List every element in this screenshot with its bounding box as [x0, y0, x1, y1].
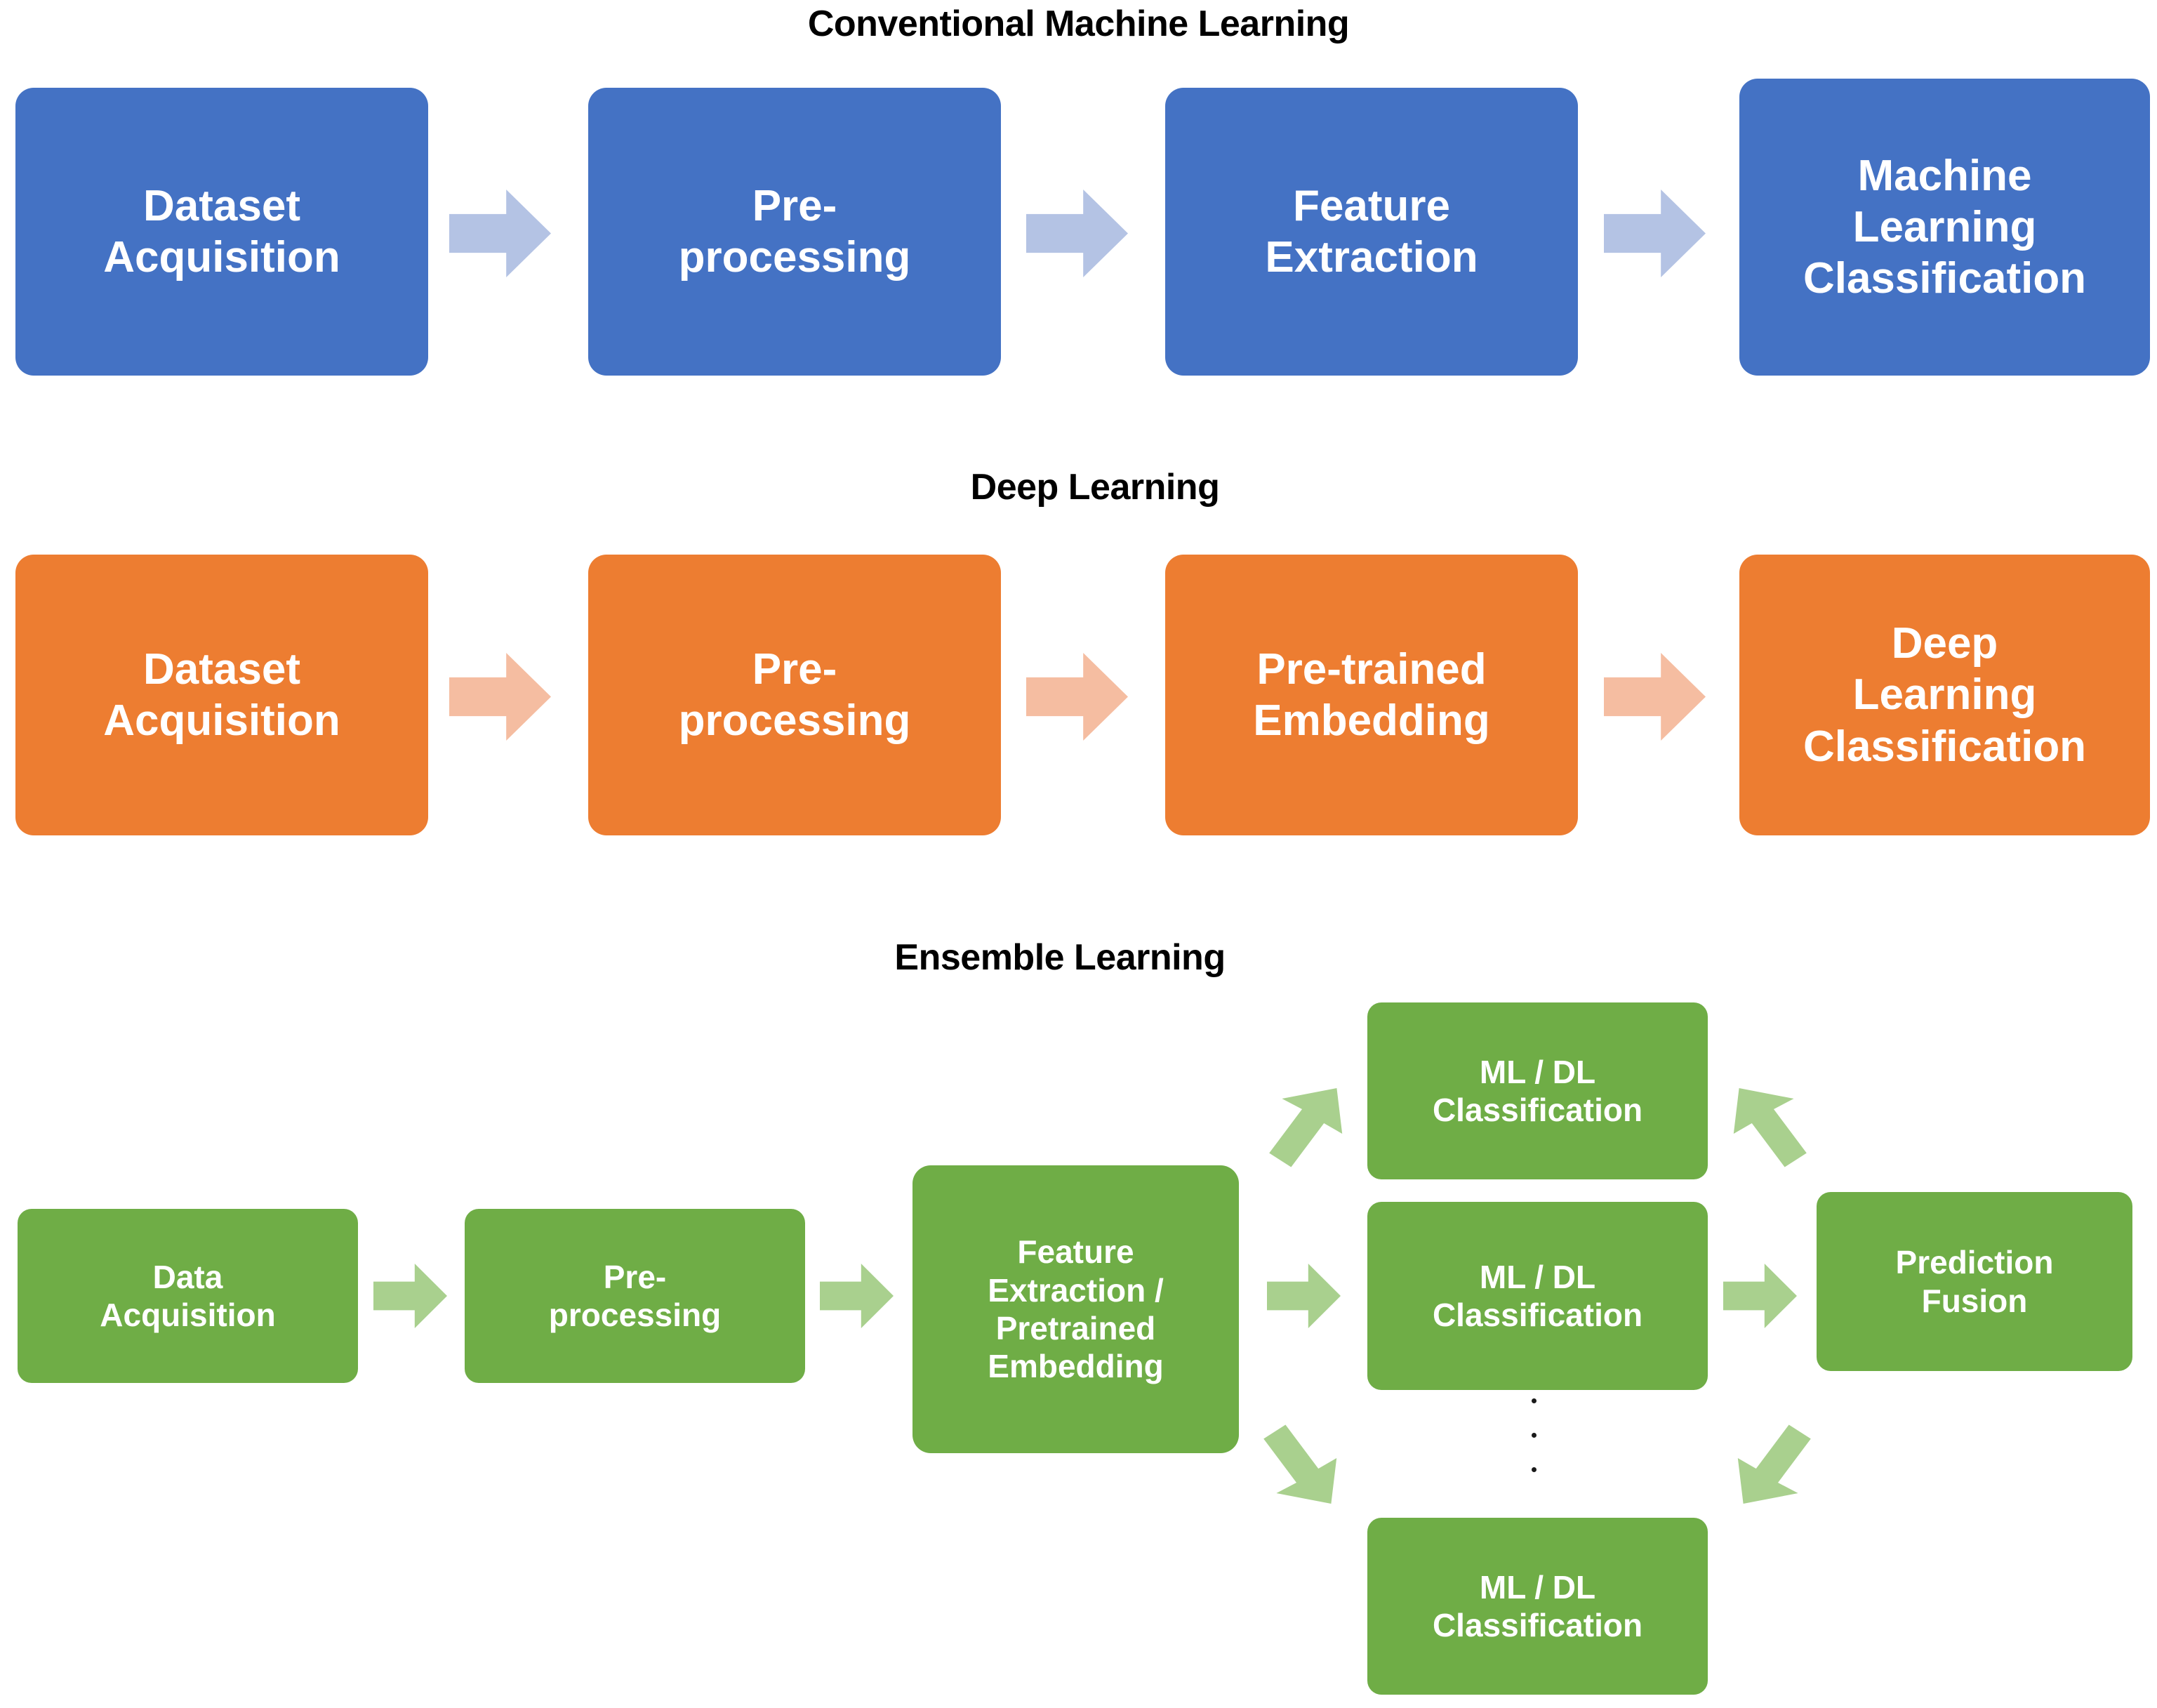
arrow-el-feature-to-classifier-bottom	[1251, 1419, 1342, 1507]
node-cml-machine-learning-classification: Machine Learning Classification	[1739, 79, 2150, 376]
node-el-data-acquisition: Data Acquisition	[18, 1209, 358, 1383]
section-title-ensemble-learning: Ensemble Learning	[894, 937, 1226, 978]
node-dl-pre-trained-embedding: Pre-trained Embedding	[1165, 555, 1578, 835]
section-title-deep-learning: Deep Learning	[970, 467, 1220, 508]
node-label: ML / DL Classification	[1432, 1258, 1643, 1333]
node-label: Prediction Fusion	[1895, 1244, 2054, 1319]
node-label: Dataset Acquisition	[103, 181, 340, 282]
node-label: Machine Learning Classification	[1803, 151, 2087, 303]
arrow-el-classifier-bottom-to-fusion	[1732, 1419, 1824, 1507]
node-label: Feature Extraction / Pretrained Embeddin…	[988, 1233, 1164, 1385]
arrow-el-preprocessing-to-feature	[820, 1264, 894, 1328]
node-el-pre-processing: Pre- processing	[465, 1209, 805, 1383]
node-label: ML / DL Classification	[1432, 1053, 1643, 1128]
arrow-cml-1-to-2	[449, 190, 551, 277]
node-el-ml-dl-classification-top: ML / DL Classification	[1367, 1002, 1708, 1179]
arrow-dl-1-to-2	[449, 653, 551, 741]
node-el-ml-dl-classification-middle: ML / DL Classification	[1367, 1202, 1708, 1390]
node-label: Pre- processing	[548, 1258, 722, 1333]
node-label: Deep Learning Classification	[1803, 619, 2087, 771]
arrow-el-data-to-preprocessing	[373, 1264, 447, 1328]
ellipsis-dot	[1531, 1398, 1537, 1403]
node-cml-dataset-acquisition: Dataset Acquisition	[15, 88, 428, 376]
node-el-prediction-fusion: Prediction Fusion	[1817, 1192, 2132, 1371]
node-label: Pre- processing	[678, 181, 911, 282]
node-label: ML / DL Classification	[1432, 1568, 1643, 1643]
node-el-feature-extraction-pretrained-embedding: Feature Extraction / Pretrained Embeddin…	[912, 1165, 1239, 1453]
node-cml-pre-processing: Pre- processing	[588, 88, 1001, 376]
node-label: Pre- processing	[678, 644, 911, 745]
node-label: Data Acquisition	[100, 1258, 276, 1333]
node-dl-dataset-acquisition: Dataset Acquisition	[15, 555, 428, 835]
arrow-el-classifier-middle-to-fusion	[1723, 1264, 1797, 1328]
node-dl-pre-processing: Pre- processing	[588, 555, 1001, 835]
ellipsis-dot	[1531, 1467, 1537, 1472]
node-label: Pre-trained Embedding	[1253, 644, 1490, 745]
arrow-cml-3-to-4	[1604, 190, 1706, 277]
node-label: Feature Extraction	[1265, 181, 1478, 282]
arrow-el-feature-to-classifier-top	[1256, 1085, 1348, 1172]
node-el-ml-dl-classification-bottom: ML / DL Classification	[1367, 1518, 1708, 1695]
vertical-ellipsis-classifiers	[1530, 1398, 1537, 1472]
section-title-conventional-machine-learning: Conventional Machine Learning	[807, 4, 1350, 44]
arrow-el-classifier-top-to-fusion	[1728, 1085, 1819, 1172]
node-dl-deep-learning-classification: Deep Learning Classification	[1739, 555, 2150, 835]
arrow-dl-3-to-4	[1604, 653, 1706, 741]
node-label: Dataset Acquisition	[103, 644, 340, 745]
arrow-dl-2-to-3	[1026, 653, 1128, 741]
node-cml-feature-extraction: Feature Extraction	[1165, 88, 1578, 376]
arrow-cml-2-to-3	[1026, 190, 1128, 277]
arrow-el-feature-to-classifier-middle	[1267, 1264, 1341, 1328]
ellipsis-dot	[1531, 1433, 1537, 1438]
